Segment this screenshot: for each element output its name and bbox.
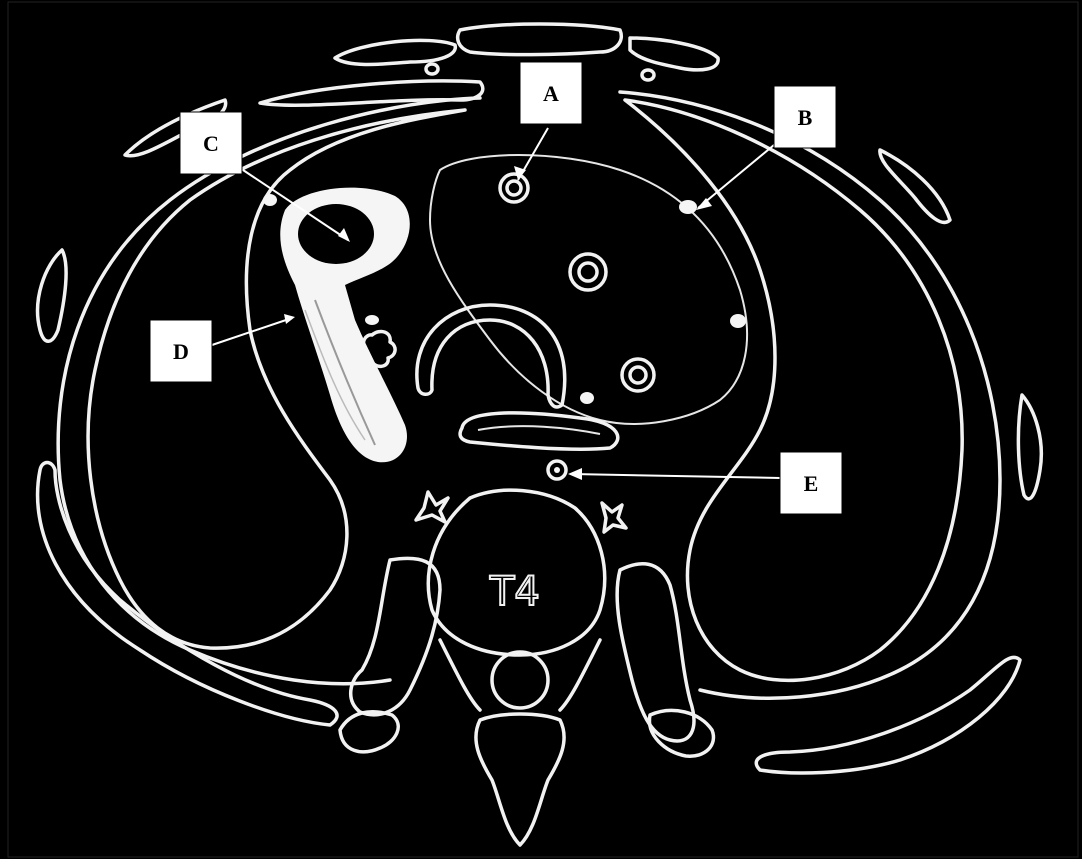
label-a: A [520,62,582,124]
label-c: C [180,112,242,174]
label-c-text: C [203,131,219,156]
image-border [8,2,1078,857]
label-d: D [150,320,212,382]
label-d-text: D [173,339,189,364]
label-b: B [774,86,836,148]
label-b-text: B [798,105,813,130]
label-e-text: E [804,471,819,496]
vertebra-label: T4 [489,569,540,615]
label-e: E [780,452,842,514]
label-a-text: A [543,81,559,106]
